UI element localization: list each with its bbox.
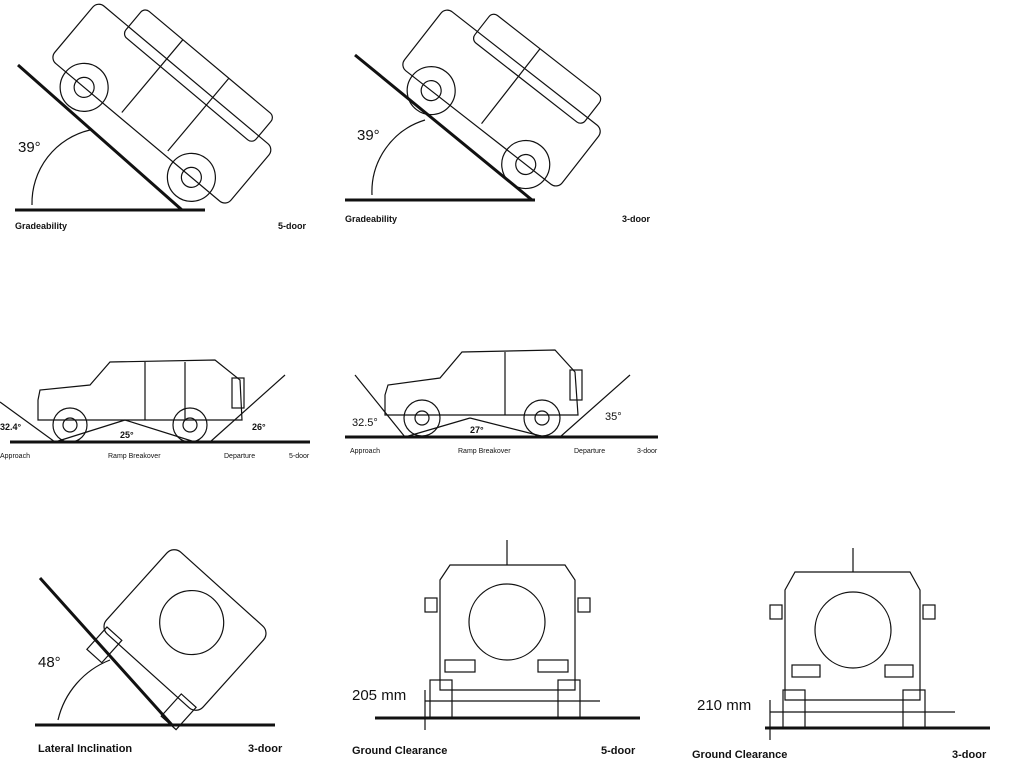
- suv-3door-side-drawing: [384, 349, 583, 437]
- breakover-angle-label: 27°: [470, 425, 484, 435]
- departure-label: Departure: [224, 453, 255, 460]
- approach-angle-label: 32.5°: [352, 417, 378, 429]
- variant-label: 3-door: [622, 214, 650, 224]
- variant-label: 5-door: [289, 453, 310, 460]
- ground-clearance-5door-panel: 205 mm Ground Clearance 5-door: [352, 540, 640, 757]
- breakover-label: Ramp Breakover: [108, 453, 161, 460]
- panel-title: Lateral Inclination: [38, 743, 132, 755]
- suv-rear-3door-drawing: [769, 548, 936, 729]
- gradeability-3door-panel: 39° Gradeability 3-door: [345, 9, 650, 224]
- approach-label: Approach: [0, 453, 30, 460]
- angles-3door-panel: 32.5° 27° 35° Approach Ramp Breakover De…: [345, 349, 658, 455]
- variant-label: 3-door: [248, 743, 283, 755]
- slope-line: [38, 576, 174, 727]
- approach-label: Approach: [350, 448, 380, 455]
- departure-angle-label: 35°: [605, 411, 622, 423]
- suv-5door-tilted-drawing: [52, 3, 273, 204]
- panel-title: Ground Clearance: [352, 745, 447, 757]
- variant-label: 3-door: [637, 448, 658, 455]
- suv-rear-5door-drawing: [424, 540, 591, 719]
- angle-label: 39°: [357, 127, 380, 144]
- suv-3door-tilted-drawing: [402, 9, 602, 190]
- angle-label: 39°: [18, 139, 41, 156]
- panel-title: Ground Clearance: [692, 749, 787, 761]
- breakover-label: Ramp Breakover: [458, 448, 511, 455]
- slope-line: [354, 53, 533, 202]
- angle-arc: [31, 129, 91, 206]
- gradeability-5door-panel: 39° Gradeability 5-door: [15, 3, 306, 231]
- variant-label: 3-door: [952, 749, 987, 761]
- approach-angle-label: 32.4°: [0, 422, 22, 432]
- clearance-value: 205 mm: [352, 687, 406, 704]
- lateral-inclination-panel: 48° Lateral Inclination 3-door: [35, 549, 283, 755]
- ground-clearance-3door-panel: 210 mm Ground Clearance 3-door: [692, 548, 990, 761]
- panel-title: Gradeability: [345, 214, 397, 224]
- variant-label: 5-door: [601, 745, 636, 757]
- breakover-angle-label: 25°: [120, 430, 134, 440]
- suv-rear-tilted-drawing: [86, 549, 267, 731]
- variant-label: 5-door: [278, 221, 306, 231]
- suv-5door-side-drawing: [37, 359, 245, 443]
- angles-5door-panel: 32.4° 25° 26° Approach Ramp Breakover De…: [0, 359, 310, 460]
- panel-title: Gradeability: [15, 221, 67, 231]
- slope-line: [17, 63, 183, 212]
- departure-angle-label: 26°: [252, 422, 266, 432]
- angle-label: 48°: [38, 654, 61, 671]
- clearance-value: 210 mm: [697, 697, 751, 714]
- departure-label: Departure: [574, 448, 605, 455]
- angle-arc: [57, 659, 111, 721]
- angle-arc: [371, 119, 426, 196]
